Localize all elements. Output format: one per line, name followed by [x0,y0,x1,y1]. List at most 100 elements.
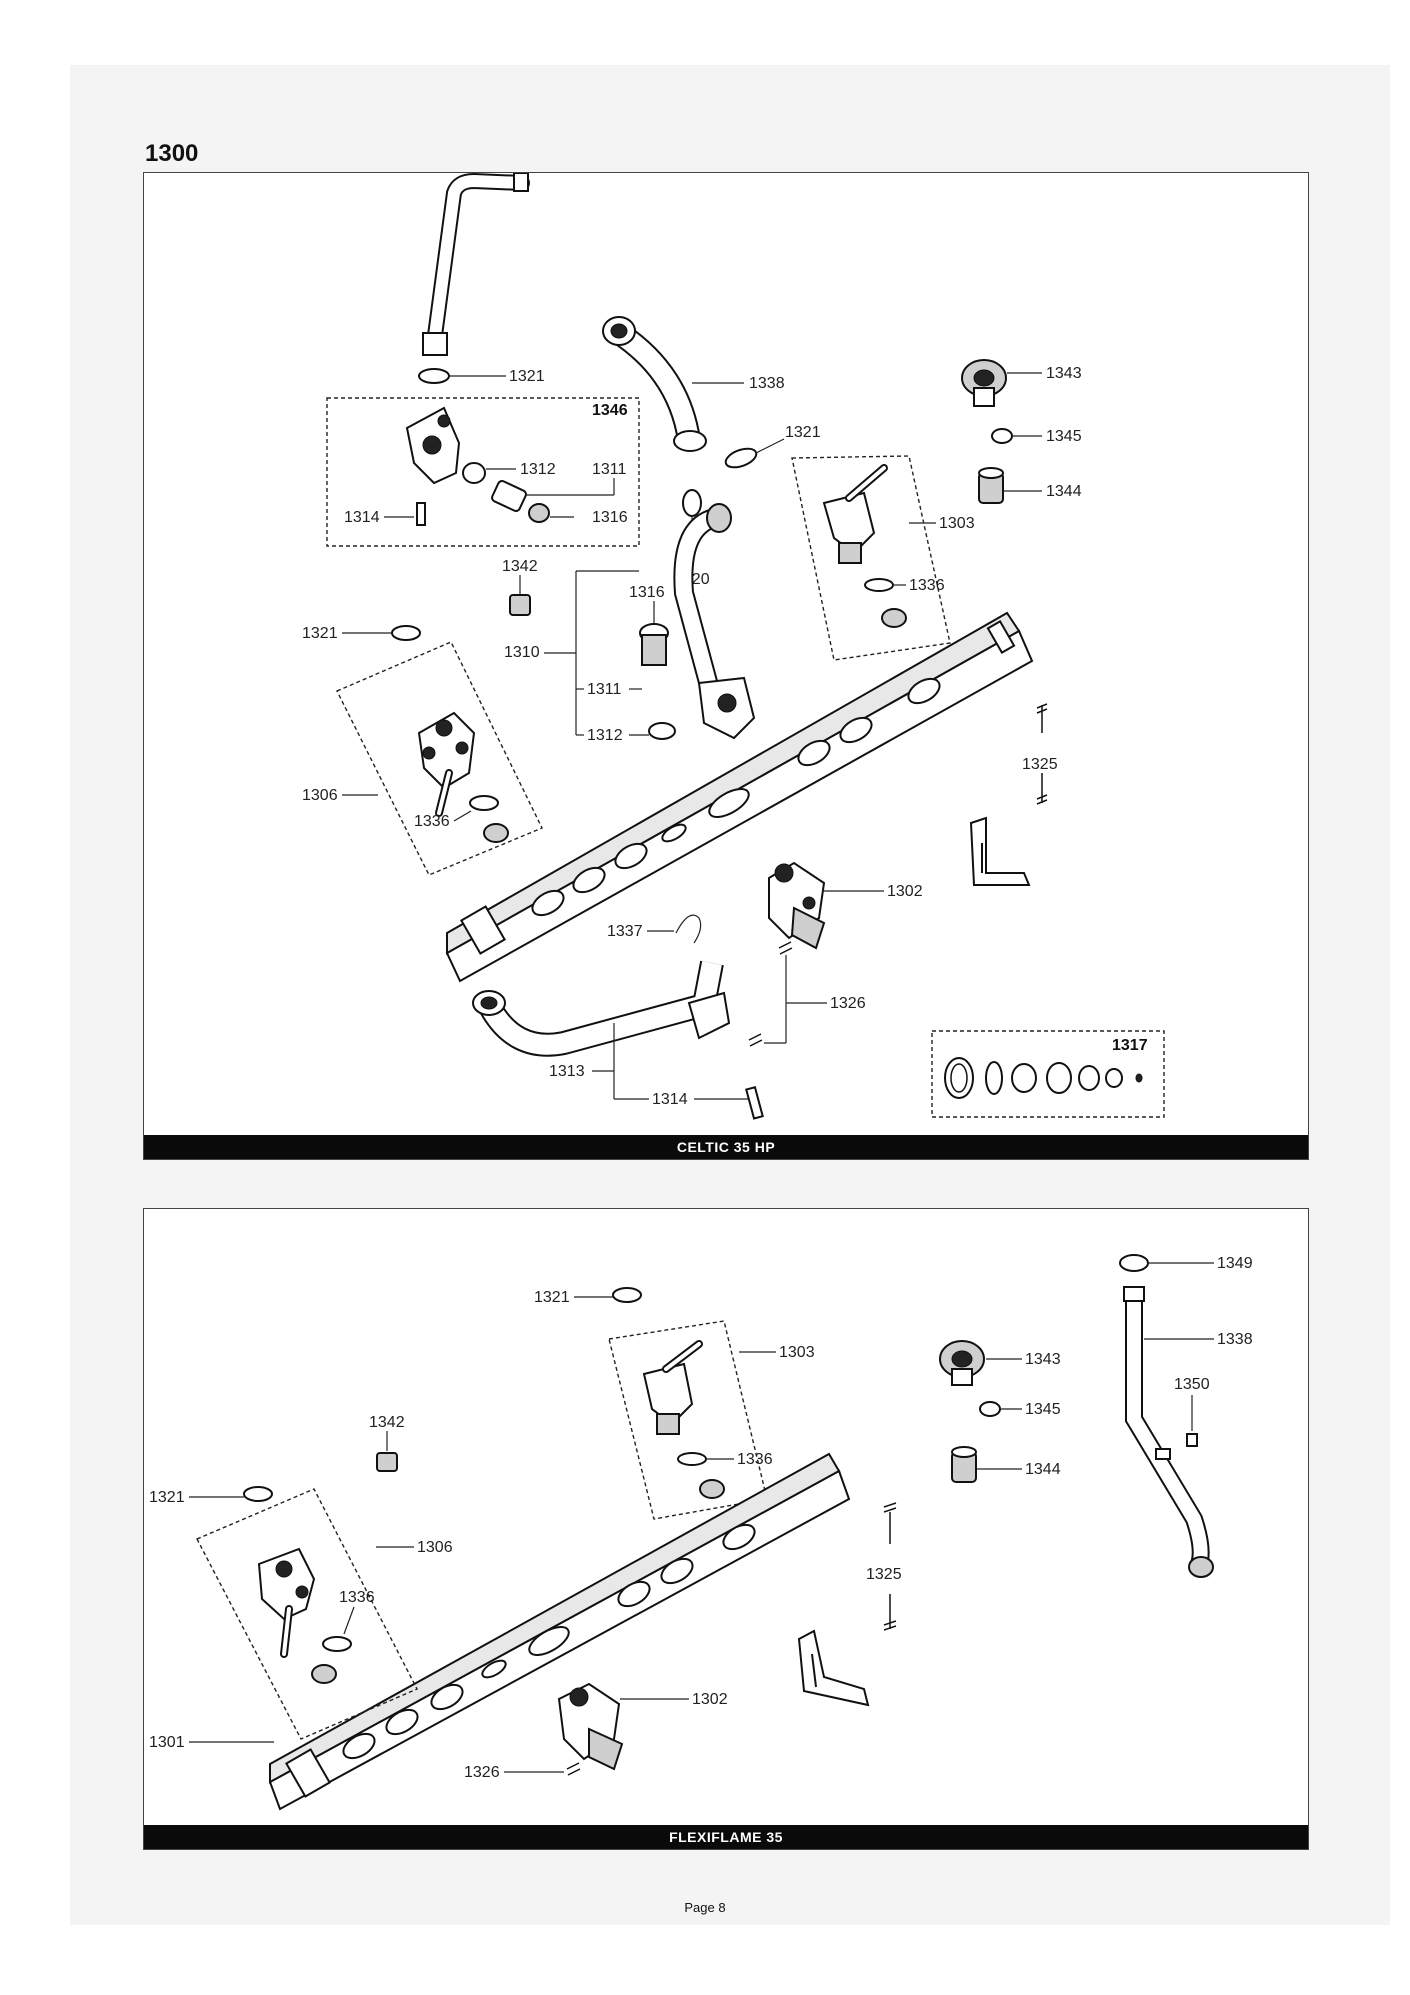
upper-pipe [422,173,530,356]
kit-box-1306 [336,641,543,876]
washer-1321-c [391,625,421,641]
label-1311: 1311 [592,461,627,478]
support-bracket [969,816,1031,886]
kit-label-1317: 1317 [1112,1037,1148,1054]
label-1321-b: 1321 [785,424,821,441]
label-1325: 1325 [866,1566,902,1583]
valve-1303 [822,464,888,564]
label-1316: 1316 [592,509,628,526]
label-1302: 1302 [887,883,923,900]
label-1303: 1303 [779,1344,815,1361]
kit-box-1306 [196,1488,418,1740]
exploded-diagram-flexiflame: 1349 1338 1350 1321 1303 1336 1343 1345 [149,1254,1253,1811]
elbow-pipe-1338 [602,316,707,452]
pin-1314-b [745,1085,764,1120]
fitting-1311-b [639,623,669,666]
nut-1306 [311,1664,337,1684]
screws-1325 [883,1502,897,1631]
pipe-assembly-1310 [673,503,756,740]
washer-1336 [864,578,894,592]
kit-box-1303 [791,455,951,661]
label-1338: 1338 [749,375,785,392]
label-1326: 1326 [464,1764,500,1781]
label-1321: 1321 [509,368,545,385]
label-1326: 1326 [830,995,866,1012]
valve-1302 [768,861,826,950]
label-1321: 1321 [534,1289,570,1306]
washer-1336-b [322,1636,352,1652]
washer-1336 [677,1452,707,1466]
oring-1320 [682,489,702,517]
label-1350: 1350 [1174,1376,1210,1393]
label-1349: 1349 [1217,1255,1253,1272]
pipe-1313 [472,960,731,1057]
oring-1345 [991,428,1013,444]
fitting-1344 [978,467,1004,504]
manifold-rail [268,1452,851,1811]
pipe-1338 [1123,1286,1214,1578]
valve-1302 [557,1682,624,1771]
nut-1342 [376,1452,398,1472]
label-1336: 1336 [909,577,945,594]
washer-1336-b [469,795,499,811]
label-1316-b: 1316 [629,584,665,601]
washer-1321 [612,1287,642,1303]
label-1313: 1313 [549,1063,585,1080]
label-1338: 1338 [1217,1331,1253,1348]
washer-1321-b [724,447,758,469]
clip-1337 [675,914,702,944]
label-1321-b: 1321 [149,1489,185,1506]
nut-1342 [509,594,531,616]
label-1342: 1342 [502,558,538,575]
panel-caption-celtic: CELTIC 35 HP [144,1135,1308,1159]
label-1314-b: 1314 [652,1091,688,1108]
label-1301: 1301 [149,1734,185,1751]
washer-1321-b [243,1486,273,1502]
valve-1306 [257,1547,316,1658]
label-1310: 1310 [504,644,540,661]
screws-1326 [748,941,793,1047]
label-1345: 1345 [1025,1401,1061,1418]
exploded-diagram-celtic: 1321 1346 1312 1311 1316 1314 1338 1321 … [302,173,1165,1120]
page-number: Page 8 [684,1900,726,1915]
nut-1306 [483,823,509,843]
diagram-panel-flexiflame: 1349 1338 1350 1321 1303 1336 1343 1345 [143,1208,1309,1850]
kit-label-1346: 1346 [592,402,628,419]
diagram-panel-celtic: 1321 1346 1312 1311 1316 1314 1338 1321 … [143,172,1309,1160]
label-1344: 1344 [1046,483,1082,500]
valve-1303 [642,1340,703,1435]
screws-1325 [1036,703,1048,805]
label-1312-b: 1312 [587,727,623,744]
kit-box-1346 [326,397,640,547]
kit-box-1317 [931,1030,1165,1118]
oring-1312 [462,462,486,484]
label-1344: 1344 [1025,1461,1061,1478]
screw-1326 [566,1762,581,1776]
label-1336: 1336 [737,1451,773,1468]
label-1343: 1343 [1025,1351,1061,1368]
label-1312: 1312 [520,461,556,478]
label-1306: 1306 [302,787,338,804]
oring-set-1317 [944,1057,1143,1099]
oring-1345 [979,1401,1001,1417]
label-1302: 1302 [692,1691,728,1708]
manifold-rail [445,611,1034,983]
oring-1349 [1119,1254,1149,1272]
fitting-1311 [491,480,550,523]
label-1343: 1343 [1046,365,1082,382]
label-1342: 1342 [369,1414,405,1431]
label-1311-b: 1311 [587,681,622,698]
washer-1321 [418,368,450,384]
label-1314: 1314 [344,509,380,526]
valve-1306 [417,711,476,817]
nut-1303 [881,608,907,628]
label-1336-b: 1336 [339,1589,375,1606]
label-1321-c: 1321 [302,625,338,642]
panel-caption-flexiflame: FLEXIFLAME 35 [144,1825,1308,1849]
label-1306: 1306 [417,1539,453,1556]
label-1336-b: 1336 [414,813,450,830]
nut-1303 [699,1479,725,1499]
label-1345: 1345 [1046,428,1082,445]
valve-body-1346 [405,406,461,485]
label-1337: 1337 [607,923,643,940]
